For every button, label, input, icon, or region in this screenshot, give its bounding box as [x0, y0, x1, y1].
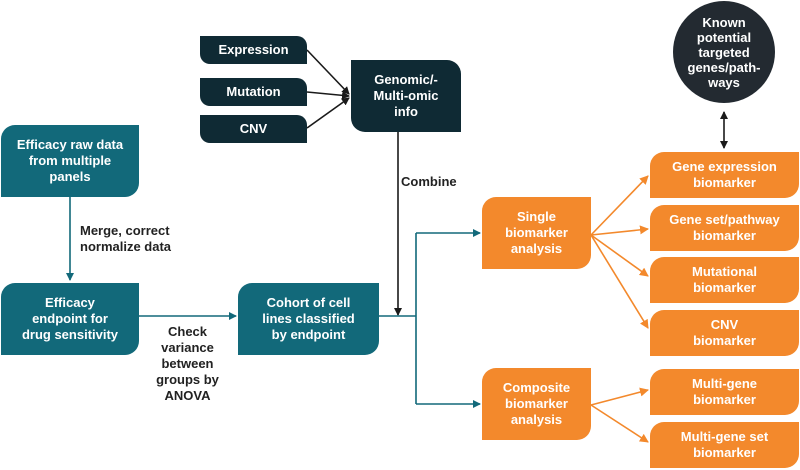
arrow-single-mutational	[590, 234, 649, 277]
multi-gene-biomarker-node: Multi-gene biomarker	[650, 369, 799, 415]
arrow-cnv-genomic	[306, 97, 350, 129]
efficacy-raw-node: Efficacy raw data from multiple panels	[1, 125, 139, 197]
arrow-mutation-genomic	[306, 91, 350, 100]
arrow-expression-genomic	[306, 49, 350, 95]
check-variance-label: Check variance between groups by ANOVA	[156, 324, 219, 403]
arrow-composite-multi-gene	[590, 387, 649, 406]
merge-label: Merge, correct normalize data	[80, 223, 172, 254]
single-analysis-node: Single biomarker analysis	[482, 197, 591, 269]
genomic-info-node: Genomic/- Multi-omic info	[351, 60, 461, 132]
arrow-single-cnv	[590, 234, 649, 329]
mutational-biomarker-node: Mutational biomarker	[650, 257, 799, 303]
cohort-node: Cohort of cell lines classified by endpo…	[238, 283, 379, 355]
gene-expression-biomarker-node: Gene expression biomarker	[650, 152, 799, 198]
combine-label: Combine	[401, 174, 457, 189]
efficacy-endpoint-node: Efficacy endpoint for drug sensitivity	[1, 283, 139, 355]
expression-node: Expression	[200, 36, 307, 64]
arrow-single-gene-expression	[590, 175, 649, 236]
composite-analysis-node: Composite biomarker analysis	[482, 368, 591, 440]
mutation-node: Mutation	[200, 78, 307, 106]
cnv-biomarker-node: CNV biomarker	[650, 310, 799, 356]
arrow-composite-multi-gene-set	[590, 404, 649, 443]
multi-gene-set-biomarker-node: Multi-gene set biomarker	[650, 422, 799, 468]
cnv-input-node: CNV	[200, 115, 307, 143]
known-targets-node: Known potential targeted genes/path- way…	[673, 1, 775, 103]
arrow-single-gene-set	[590, 225, 649, 236]
gene-set-biomarker-node: Gene set/pathway biomarker	[650, 205, 799, 251]
connector-cohort-split	[379, 233, 417, 404]
